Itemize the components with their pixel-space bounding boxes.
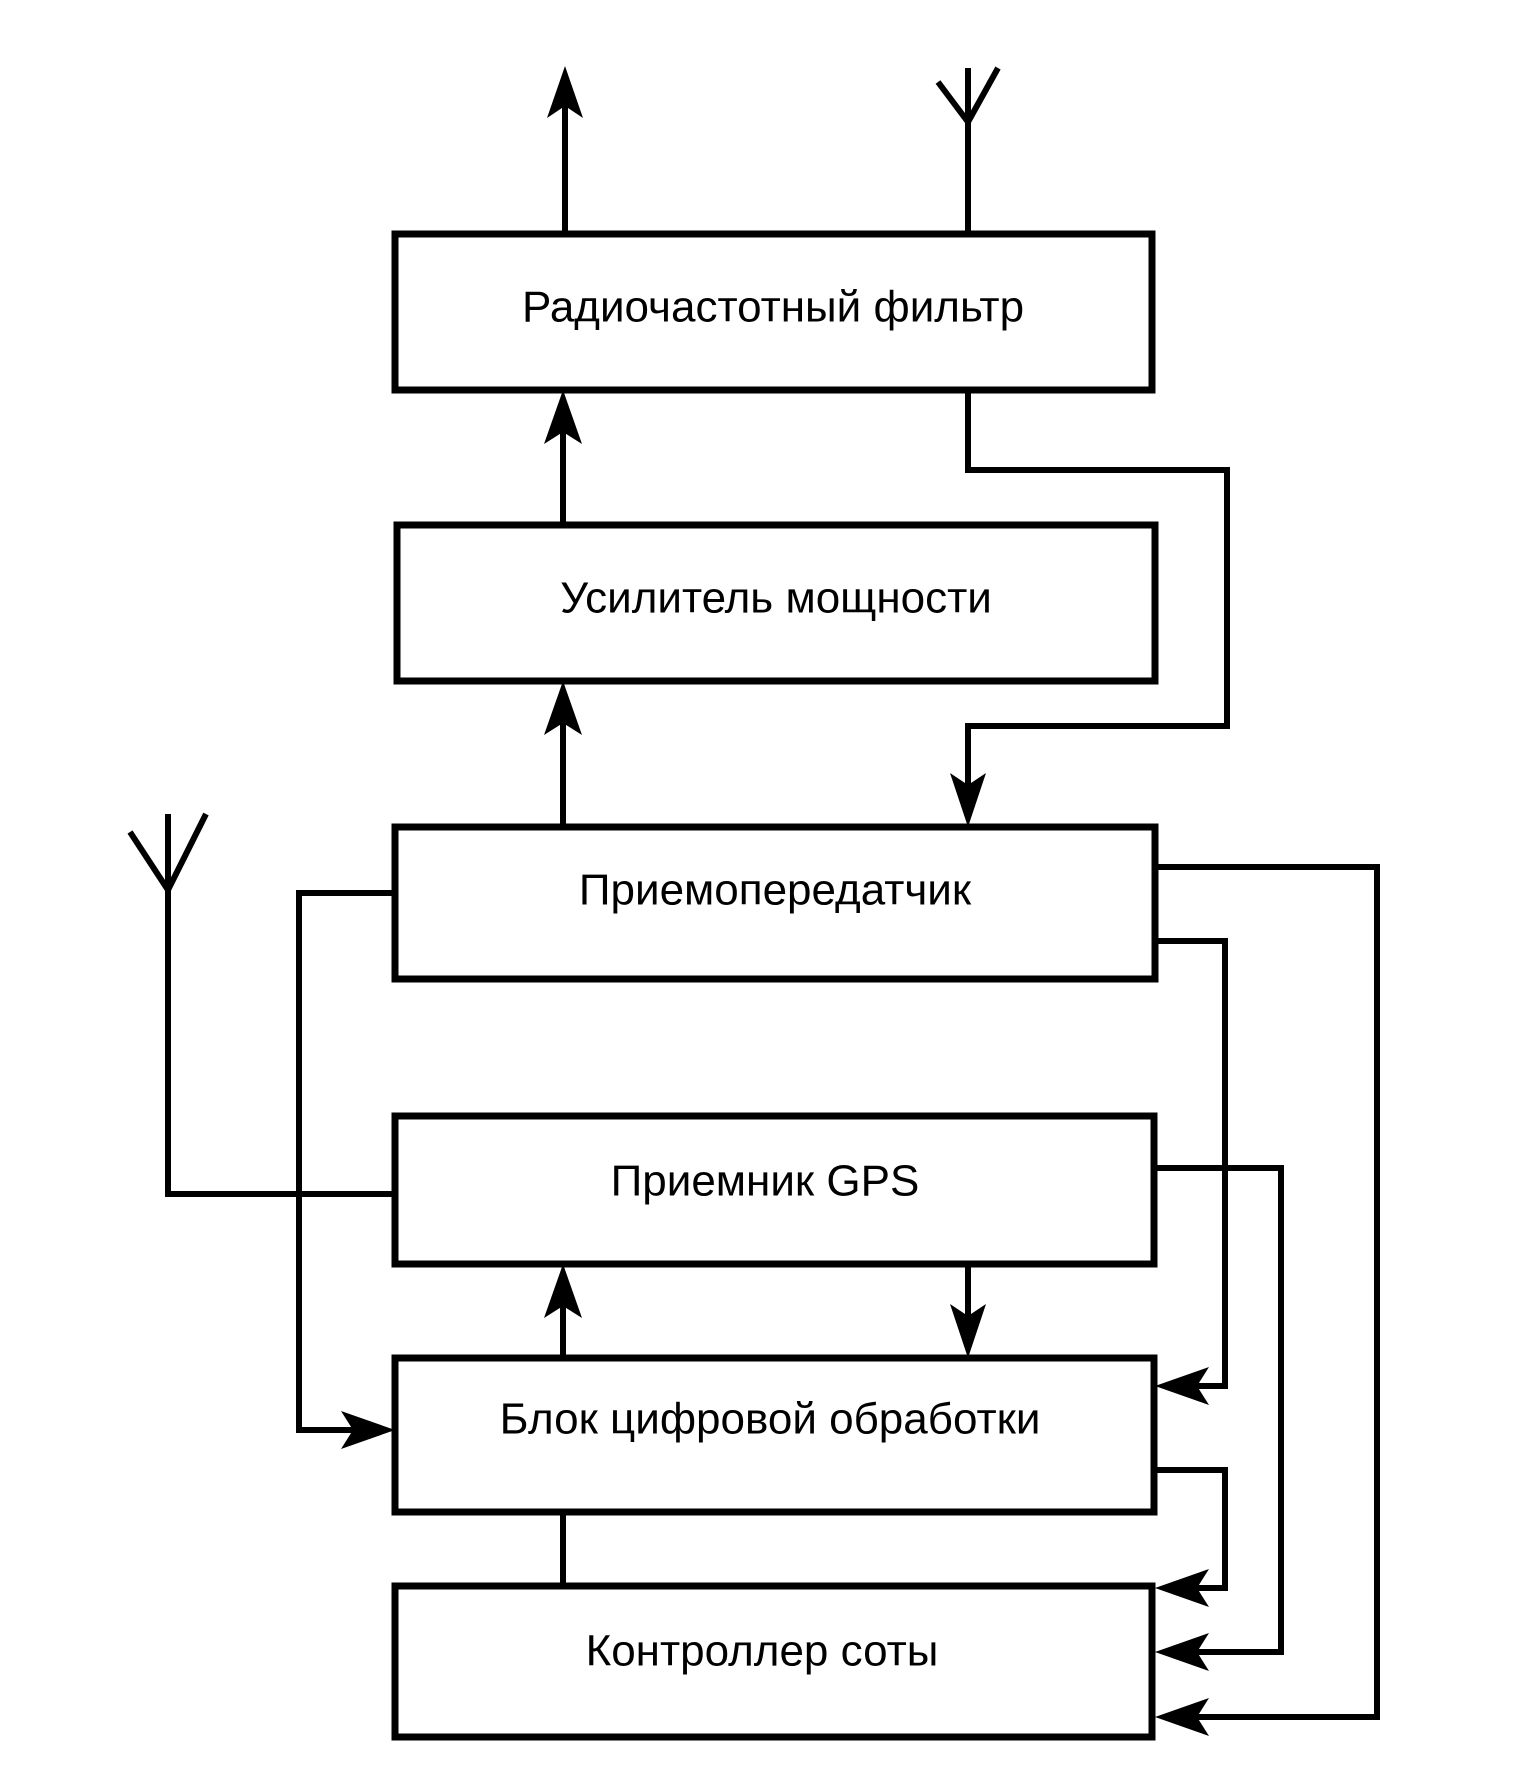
main-antenna-icon — [935, 66, 1001, 234]
arrow-transceiver-to-controller — [1155, 864, 1380, 1736]
arrow-amp-to-filter — [544, 390, 582, 525]
arrow-transceiver-to-dsp-right — [1155, 938, 1228, 1405]
block-rf-filter: Радиочастотный фильтр — [391, 230, 1156, 394]
arrow-gps-to-dsp — [950, 1264, 986, 1358]
block-gps-receiver: Приемник GPS — [391, 1112, 1158, 1268]
arrow-dsp-to-gps — [544, 1264, 582, 1358]
arrow-gps-to-controller — [1154, 1165, 1284, 1671]
block-cell-controller: Контроллер соты — [391, 1582, 1156, 1741]
block-gps-receiver-label: Приемник GPS — [611, 1157, 920, 1206]
block-power-amplifier-label: Усилитель мощности — [560, 574, 992, 623]
block-dsp-unit: Блок цифровой обработки — [391, 1354, 1158, 1516]
block-cell-controller-label: Контроллер соты — [586, 1627, 939, 1676]
block-power-amplifier: Усилитель мощности — [393, 521, 1159, 685]
block-rf-filter-label: Радиочастотный фильтр — [522, 283, 1024, 332]
gps-antenna-icon — [127, 812, 209, 892]
block-dsp-unit-label: Блок цифровой обработки — [500, 1395, 1041, 1444]
arrow-transceiver-to-dsp-left — [296, 890, 395, 1449]
arrow-filter-to-transceiver — [950, 390, 1230, 827]
arrow-transceiver-to-amp — [544, 681, 582, 827]
block-transceiver-label: Приемопередатчик — [579, 866, 972, 915]
wire-gps-antenna-to-receiver — [165, 890, 395, 1197]
output-arrow — [547, 66, 583, 234]
block-transceiver: Приемопередатчик — [391, 823, 1159, 983]
arrow-dsp-to-controller — [1154, 1467, 1228, 1607]
